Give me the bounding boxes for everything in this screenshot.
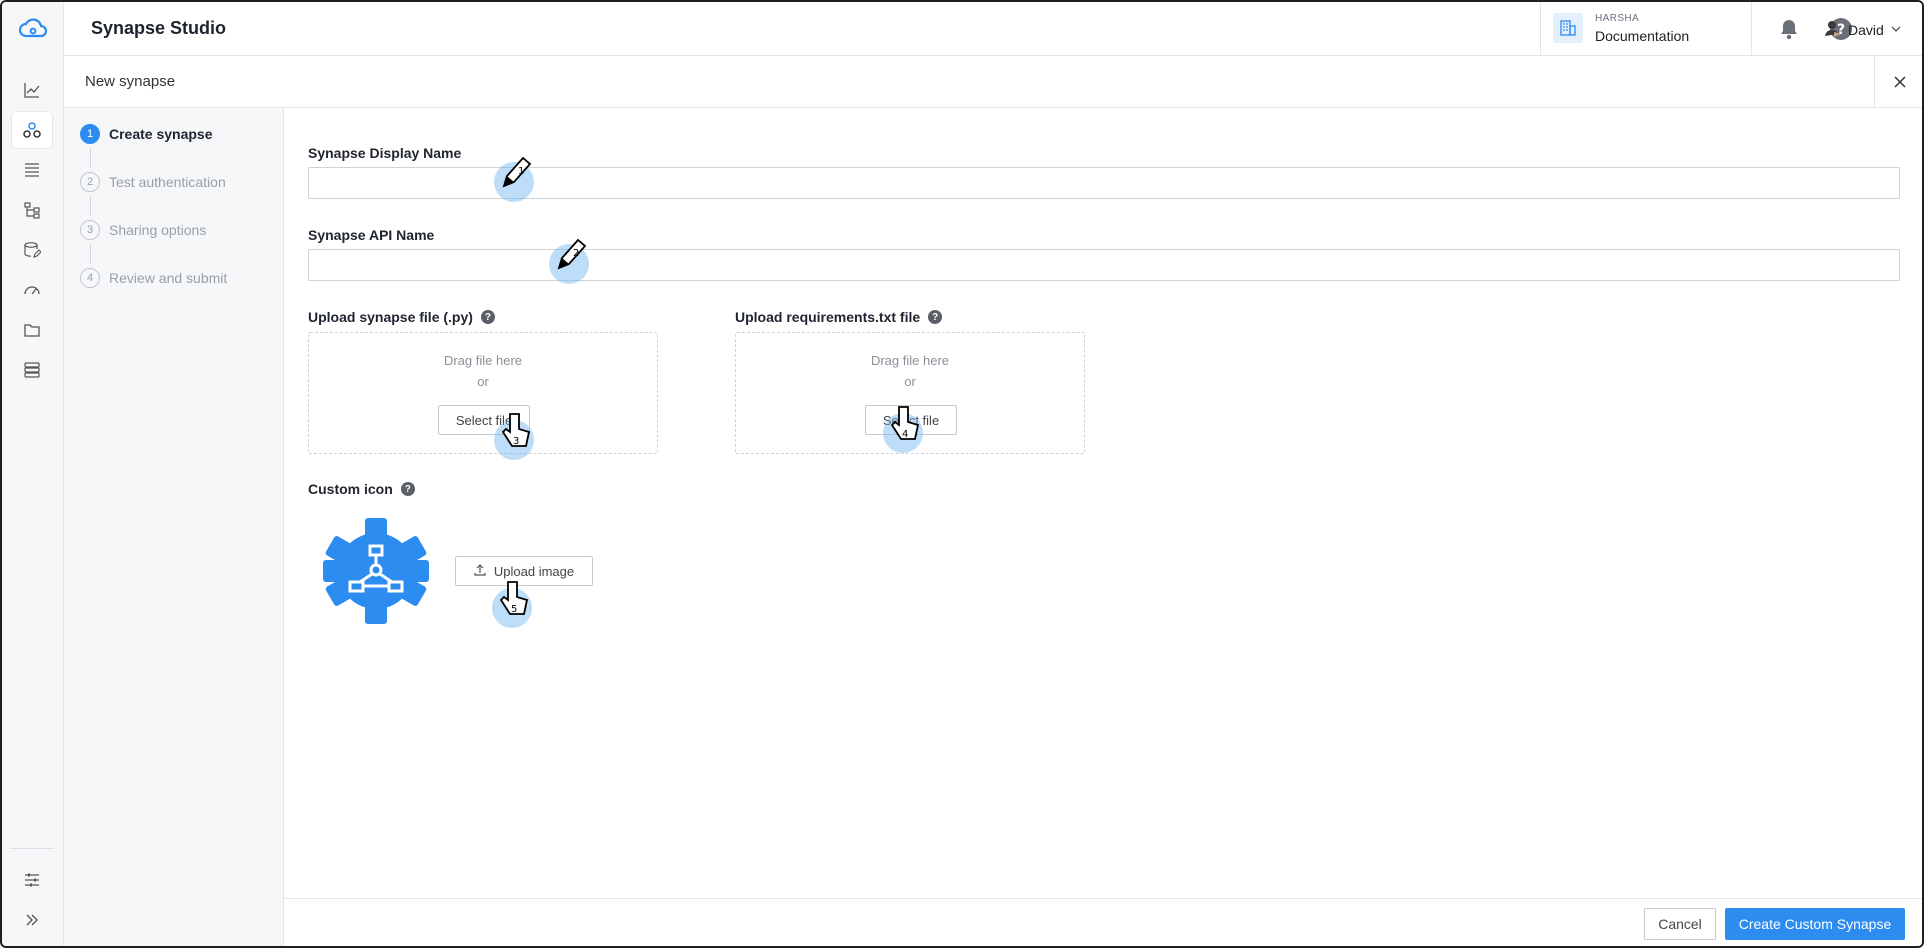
modal-title: New synapse [85, 73, 176, 90]
help-icon[interactable]: ? [928, 310, 943, 324]
step-connector [90, 196, 91, 216]
rail-divider [10, 848, 54, 849]
py-file-dropzone[interactable]: Drag file here or Select file [308, 332, 658, 454]
upload-image-label: Upload image [493, 563, 575, 579]
top-bar: Synapse Studio HARSHA Documentation ? Da… [64, 2, 1922, 56]
user-name: David [1848, 21, 1884, 38]
custom-icon-label: Custom icon ? [308, 481, 415, 497]
create-synapse-form: Synapse Display Name Synapse API Name Up… [284, 108, 1922, 898]
marker-number: 4 [902, 429, 908, 440]
settings-sliders-icon[interactable] [12, 862, 52, 898]
gauge-icon[interactable] [12, 272, 52, 308]
step-create-synapse[interactable]: 1 Create synapse [80, 124, 213, 144]
step-connector [90, 244, 91, 264]
step-number: 2 [80, 172, 100, 192]
custom-icon-label-text: Custom icon [308, 481, 393, 497]
create-custom-synapse-button[interactable]: Create Custom Synapse [1725, 908, 1905, 940]
step-sharing-options[interactable]: 3 Sharing options [80, 220, 206, 240]
or-text: or [904, 374, 916, 389]
database-edit-icon[interactable] [12, 232, 52, 268]
upload-image-button[interactable]: Upload image [455, 556, 593, 586]
or-text: or [477, 374, 489, 389]
synapse-icon[interactable] [12, 112, 52, 148]
synapse-gear-icon [321, 516, 431, 626]
step-number: 4 [80, 268, 100, 288]
upload-req-label: Upload requirements.txt file ? [735, 309, 943, 325]
cancel-button[interactable]: Cancel [1644, 908, 1716, 940]
modal-header: New synapse [64, 56, 1922, 108]
app-title: Synapse Studio [91, 18, 227, 38]
list-icon[interactable] [12, 152, 52, 188]
step-connector [90, 148, 91, 168]
chevron-down-icon [1890, 22, 1902, 38]
user-menu[interactable]: David [1824, 19, 1902, 40]
building-icon [1553, 13, 1583, 43]
tutorial-marker-1: 1 [494, 154, 534, 202]
tutorial-marker-4: 4 [883, 405, 923, 453]
display-name-label: Synapse Display Name [308, 145, 462, 161]
step-label: Test authentication [109, 174, 226, 190]
folder-icon[interactable] [12, 312, 52, 348]
analytics-icon[interactable] [12, 72, 52, 108]
tutorial-marker-2: 2 [549, 236, 589, 284]
stack-icon[interactable] [12, 352, 52, 388]
drag-hint: Drag file here [870, 353, 950, 368]
bell-icon[interactable] [1777, 17, 1801, 41]
wizard-steps: 1 Create synapse 2 Test authentication 3… [64, 108, 284, 946]
help-icon[interactable]: ? [480, 310, 495, 324]
expand-icon[interactable] [12, 902, 52, 938]
api-name-input[interactable] [308, 249, 1900, 281]
step-number: 1 [80, 124, 100, 144]
modal-footer: Cancel Create Custom Synapse [284, 898, 1922, 946]
step-test-authentication[interactable]: 2 Test authentication [80, 172, 226, 192]
left-rail [2, 2, 64, 946]
tutorial-marker-5: 5 [492, 580, 532, 628]
step-number: 3 [80, 220, 100, 240]
display-name-input[interactable] [308, 167, 1900, 199]
step-label: Sharing options [109, 222, 207, 238]
org-name: Documentation [1595, 28, 1690, 44]
org-switcher[interactable]: HARSHA Documentation [1540, 2, 1752, 56]
svg-text:?: ? [1837, 22, 1845, 38]
api-name-label: Synapse API Name [308, 227, 435, 243]
upload-py-label: Upload synapse file (.py) ? [308, 309, 495, 325]
workflow-icon[interactable] [12, 192, 52, 228]
cloud-logo-icon[interactable] [18, 14, 48, 44]
marker-number: 5 [511, 604, 517, 615]
step-review-submit[interactable]: 4 Review and submit [80, 268, 227, 288]
upload-req-label-text: Upload requirements.txt file [735, 309, 921, 325]
upload-py-label-text: Upload synapse file (.py) [308, 309, 473, 325]
avatar [1824, 19, 1842, 40]
step-label: Create synapse [109, 126, 213, 142]
upload-icon [474, 563, 486, 579]
help-icon[interactable]: ? [400, 482, 415, 496]
close-icon[interactable] [1874, 56, 1922, 108]
marker-number: 2 [573, 248, 579, 259]
marker-number: 3 [513, 436, 519, 447]
org-label: HARSHA [1595, 13, 1640, 24]
tutorial-marker-3: 3 [494, 412, 534, 460]
marker-number: 1 [518, 166, 524, 177]
step-label: Review and submit [109, 270, 228, 286]
drag-hint: Drag file here [443, 353, 523, 368]
